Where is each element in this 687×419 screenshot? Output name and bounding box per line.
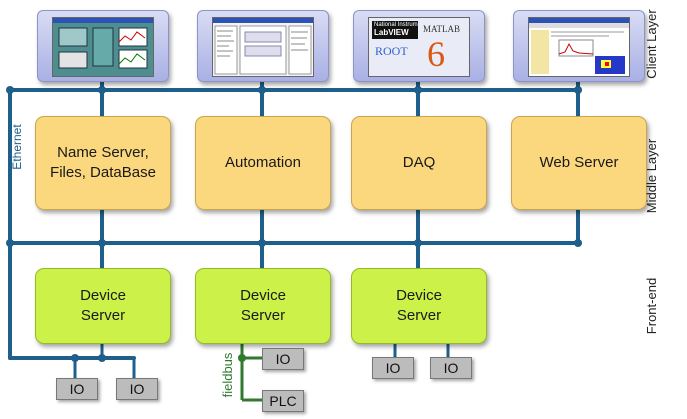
client-monitor-scada (37, 10, 169, 82)
client-monitor-web-browser (513, 10, 645, 82)
web-browser-screenshot (528, 17, 630, 77)
root-logo: ROOT (375, 44, 408, 58)
io-box-1: IO (56, 378, 98, 400)
labview-logo: National Instruments LabVIEW (372, 21, 418, 39)
io-box-4: IO (372, 357, 414, 379)
device-server-box-2: Device Server (195, 268, 331, 344)
matlab-logo: MATLAB (423, 24, 461, 34)
name-server-box: Name Server, Files, DataBase (35, 116, 171, 210)
device-server-box-3: Device Server (351, 268, 487, 344)
device-server-box-1: Device Server (35, 268, 171, 344)
automation-box: Automation (195, 116, 331, 210)
io-box-3: IO (262, 348, 304, 370)
client-layer-label: Client Layer (644, 9, 659, 79)
fieldbus-label: fieldbus (220, 352, 235, 398)
io-box-2: IO (116, 378, 158, 400)
matlab-version-logo: 6 (427, 34, 445, 74)
analysis-tools-screenshot: National Instruments LabVIEW MATLAB ROOT… (368, 17, 470, 77)
daq-box: DAQ (351, 116, 487, 210)
ide-screenshot (212, 17, 314, 77)
web-server-box: Web Server (511, 116, 647, 210)
middle-layer-label: Middle Layer (644, 138, 659, 214)
client-monitor-automation-ide (197, 10, 329, 82)
scada-screenshot (52, 17, 154, 77)
io-box-5: IO (430, 357, 472, 379)
plc-box: PLC (262, 390, 304, 412)
front-end-label: Front-end (644, 277, 659, 335)
client-monitor-analysis-tools: National Instruments LabVIEW MATLAB ROOT… (353, 10, 485, 82)
ethernet-label: Ethernet (10, 124, 24, 170)
